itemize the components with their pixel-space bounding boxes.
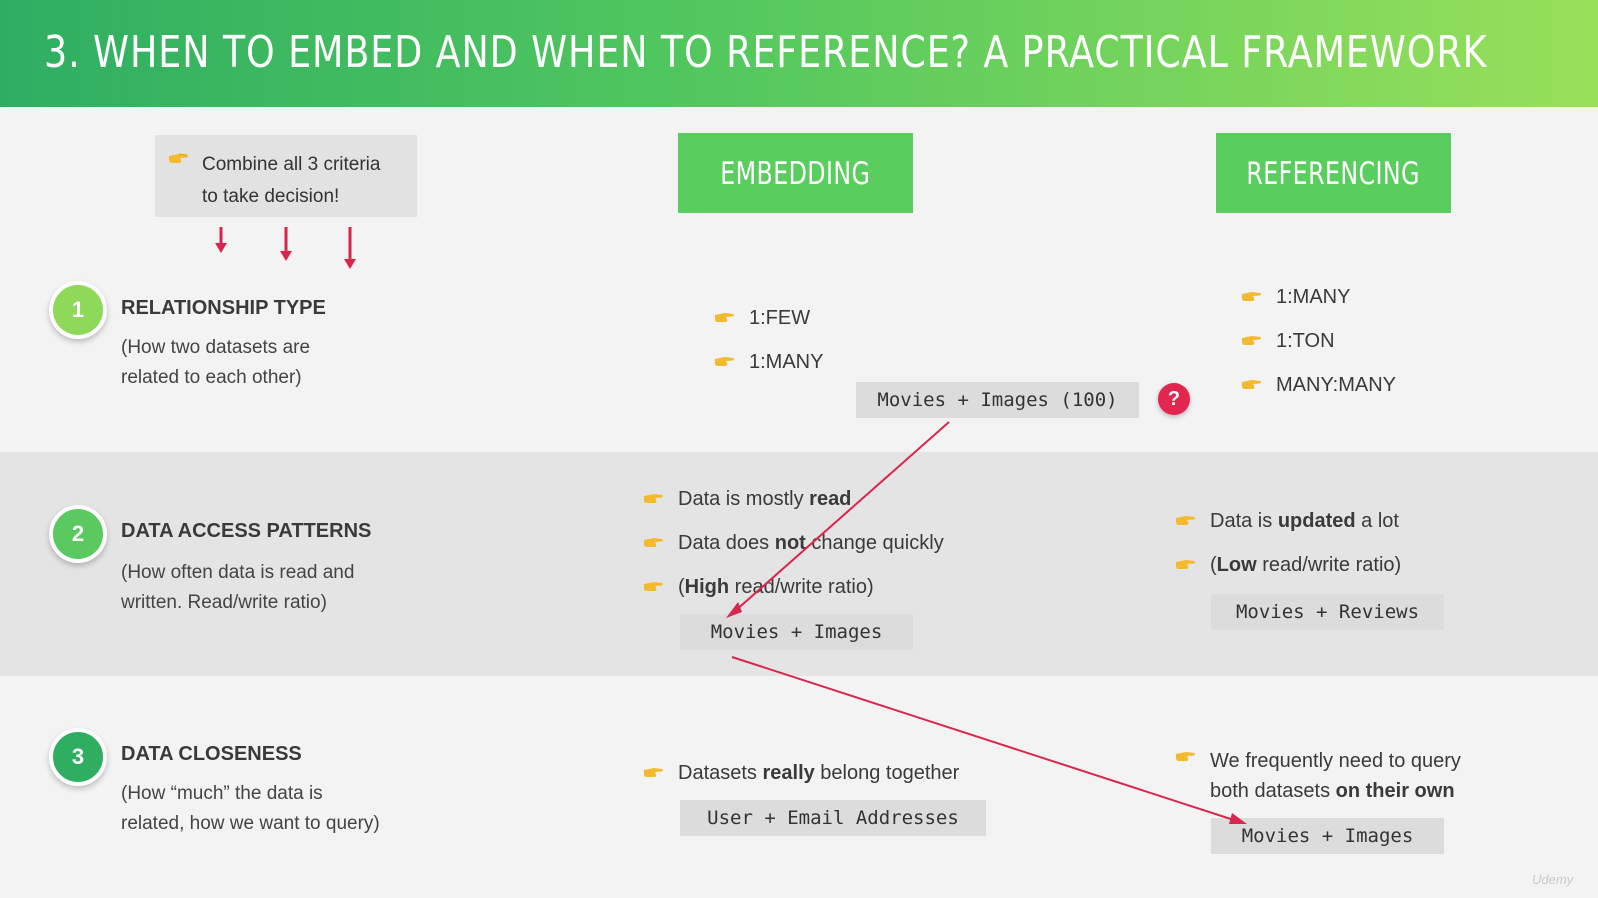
pointing-hand-icon [1242,292,1261,301]
section-2-description: (How often data is read and written. Rea… [121,562,355,613]
ref-bullet-updated-a-lot: Data is updated a lot [1176,510,1399,533]
ref-bullet-low-ratio: (Low read/write ratio) [1176,554,1401,577]
embed-bullet-belong-together: Datasets really belong together [644,762,959,785]
section-3-title: DATA CLOSENESS [121,743,302,765]
example-movies-images-ref: Movies + Images [1211,818,1444,854]
down-arrow-icon [344,227,356,269]
criteria-note: Combine all 3 criteria to take decision! [155,135,417,217]
section-1-description: (How two datasets are related to each ot… [121,337,311,388]
watermark: Udemy [1532,872,1574,887]
example-movies-images-100: Movies + Images (100) [856,382,1139,418]
ref-bullet-1to-ton: 1:TON [1242,330,1335,353]
pointing-hand-icon [1242,336,1261,345]
pointing-hand-icon [644,582,663,591]
header-banner: 3. When to embed and when to reference? … [0,0,1598,107]
ref-bullet-1to-many: 1:MANY [1242,286,1350,309]
ref-bullet-many-to-many: MANY:MANY [1242,374,1396,397]
embedding-heading: EMBEDDING [678,133,913,213]
section-3-description: (How “much” the data is related, how we … [121,783,380,834]
embed-bullet-1to-many: 1:MANY [715,351,823,374]
pointing-hand-icon [1176,516,1195,525]
pointing-hand-icon [1176,560,1195,569]
page-title: 3. When to embed and when to reference? … [44,27,1488,78]
example-movies-images: Movies + Images [680,614,913,650]
criteria-line-2: to take decision! [202,186,340,207]
pointing-hand-icon [644,538,663,547]
embed-bullet-mostly-read: Data is mostly read [644,488,851,511]
example-user-email: User + Email Addresses [680,800,986,836]
step-2-badge: 2 [49,505,107,563]
question-icon: ? [1158,383,1190,415]
step-3-badge: 3 [49,728,107,786]
embed-bullet-not-change: Data does not change quickly [644,532,944,555]
pointing-hand-icon [644,494,663,503]
embed-bullet-1to-few: 1:FEW [715,307,810,330]
referencing-heading: REFERENCING [1216,133,1451,213]
ref-bullet-query-own: We frequently need to query both dataset… [1176,746,1461,806]
example-movies-reviews: Movies + Reviews [1211,594,1444,630]
embed-bullet-high-ratio: (High read/write ratio) [644,576,874,599]
pointing-hand-icon [169,153,188,163]
down-arrow-icon [215,227,227,253]
section-1-title: RELATIONSHIP TYPE [121,297,326,319]
section-2-title: DATA ACCESS PATTERNS [121,520,372,542]
pointing-hand-icon [715,357,734,366]
criteria-line-1: Combine all 3 criteria [202,154,381,175]
pointing-hand-icon [715,313,734,322]
step-1-badge: 1 [49,281,107,339]
pointing-hand-icon [1176,752,1195,761]
down-arrow-icon [280,227,292,261]
pointing-hand-icon [1242,380,1261,389]
arrow-section-2-to-section-3 [731,656,1241,823]
pointing-hand-icon [644,768,663,777]
